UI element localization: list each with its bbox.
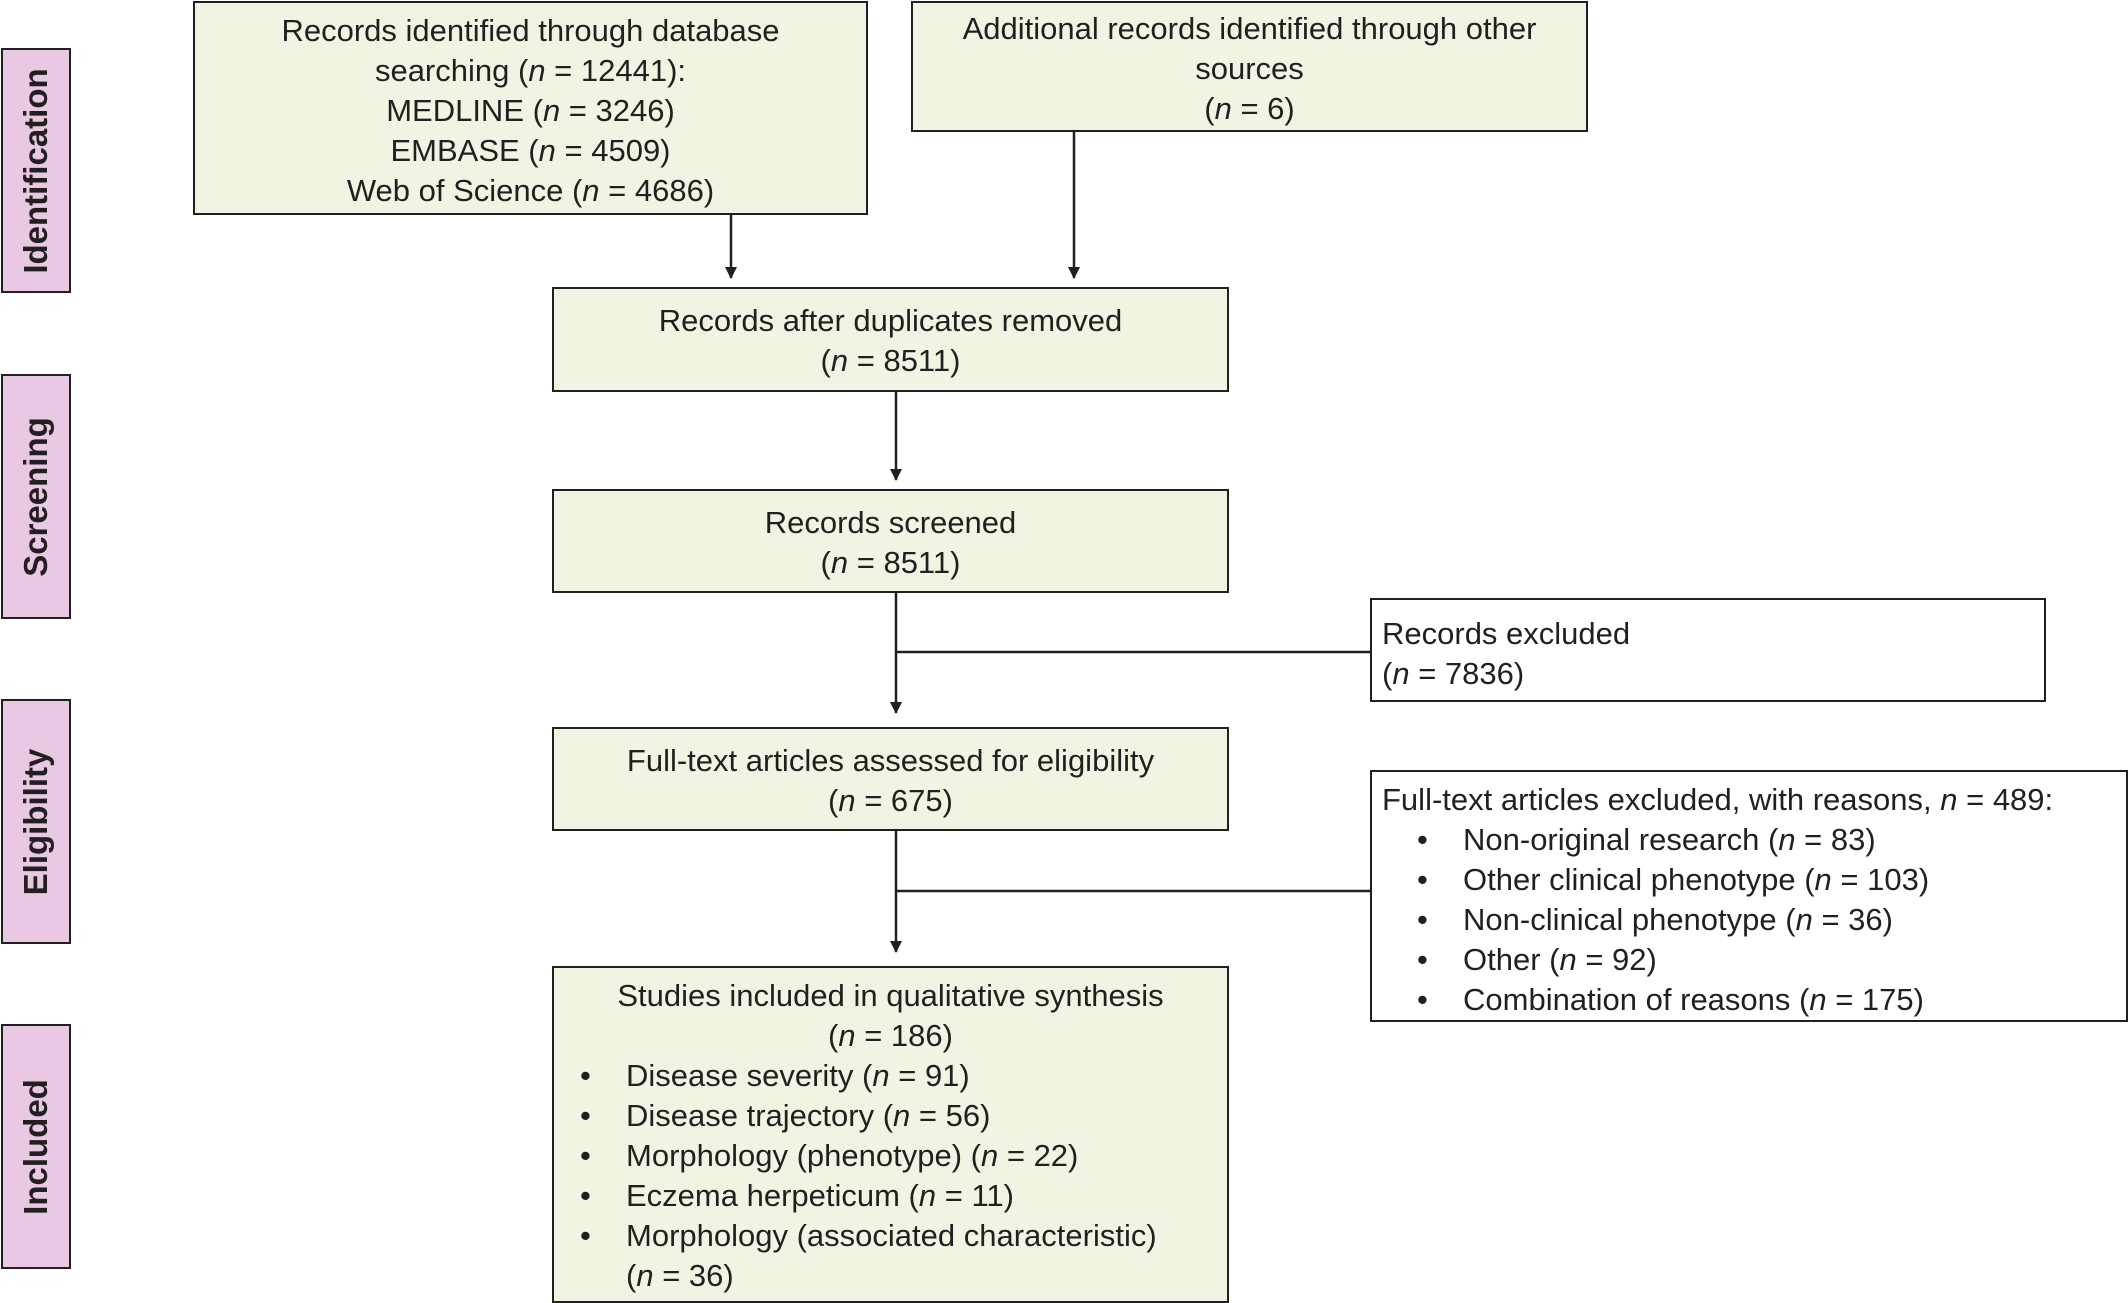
fulltext-excluded-title: Full-text articles excluded, with reason…: [1382, 782, 2054, 817]
fulltext-assessed-count: (n = 675): [828, 783, 953, 818]
stage-identification: Identification: [1, 48, 71, 293]
stage-included: Included: [1, 1024, 71, 1269]
database-records-box: Records identified through database sear…: [193, 1, 868, 215]
included-outcome: Morphology (phenotype) (n = 22): [580, 1136, 1227, 1176]
stage-eligibility: Eligibility: [1, 699, 71, 944]
included-outcome: Disease severity (n = 91): [580, 1056, 1227, 1096]
database-line1: Records identified through database: [281, 13, 780, 48]
source-web-of-science: Web of Science (n = 4686): [346, 173, 715, 208]
records-screened-box: Records screened (n = 8511): [552, 489, 1229, 593]
source-embase: EMBASE (n = 4509): [390, 133, 671, 168]
exclusion-reason: Non-original research (n = 83): [1417, 820, 2126, 860]
exclusion-reason: Non-clinical phenotype (n = 36): [1417, 900, 2126, 940]
source-medline: MEDLINE (n = 3246): [386, 93, 675, 128]
stage-screening: Screening: [1, 374, 71, 619]
fulltext-assessed-box: Full-text articles assessed for eligibil…: [552, 727, 1229, 831]
exclusion-reasons-list: Non-original research (n = 83) Other cli…: [1382, 820, 2126, 1020]
exclusion-reason: Other (n = 92): [1417, 940, 2126, 980]
fulltext-excluded-box: Full-text articles excluded, with reason…: [1370, 770, 2128, 1022]
included-outcome: Disease trajectory (n = 56): [580, 1096, 1227, 1136]
included-outcome-continuation: (n = 36): [626, 1258, 734, 1293]
included-outcomes-list: Disease severity (n = 91) Disease trajec…: [554, 1056, 1227, 1256]
exclusion-reason: Other clinical phenotype (n = 103): [1417, 860, 2126, 900]
records-screened-count: (n = 8511): [820, 545, 961, 580]
records-excluded-box: Records excluded (n = 7836): [1370, 598, 2046, 702]
exclusion-reason: Combination of reasons (n = 175): [1417, 980, 2126, 1020]
other-sources-count: (n = 6): [1204, 91, 1295, 126]
included-outcome: Eczema herpeticum (n = 11): [580, 1176, 1227, 1216]
duplicates-removed-count: (n = 8511): [820, 343, 961, 378]
other-sources-box: Additional records identified through ot…: [911, 1, 1588, 132]
included-outcome: Morphology (associated characteristic): [580, 1216, 1227, 1256]
included-studies-box: Studies included in qualitative synthesi…: [552, 966, 1229, 1303]
included-count: (n = 186): [828, 1018, 953, 1053]
records-excluded-count: (n = 7836): [1382, 656, 1525, 691]
duplicates-removed-box: Records after duplicates removed (n = 85…: [552, 287, 1229, 392]
